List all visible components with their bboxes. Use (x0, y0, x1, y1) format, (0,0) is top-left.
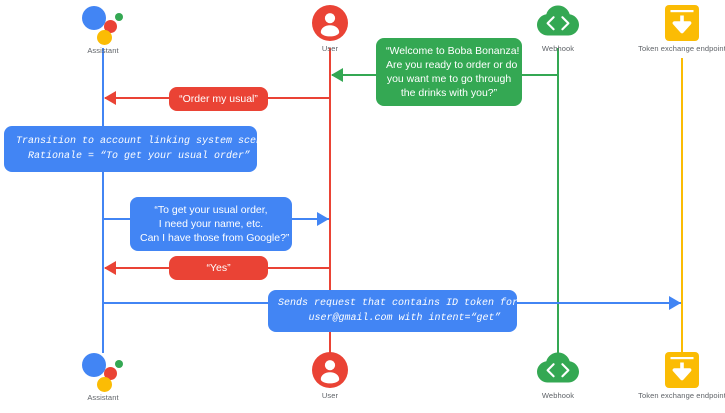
cloud-code-icon (535, 351, 581, 389)
message-bubble-welcome: “Welcome to Boba Bonanza! Are you ready … (376, 38, 522, 106)
note-line: Rationale = “To get your usual order” (16, 151, 251, 162)
google-assistant-icon (79, 351, 127, 392)
actor-label-token: Token exchange endpoint (638, 391, 725, 400)
actor-user-top[interactable]: User (275, 4, 385, 53)
bubble-line: “Welcome to Boba Bonanza! (386, 45, 520, 57)
actor-webhook-bottom[interactable]: Webhook (503, 351, 613, 400)
bubble-line: “To get your usual order, (154, 204, 268, 216)
note-bubble-sends-request: Sends request that contains ID token for… (268, 290, 519, 332)
assistant-dot-green (115, 360, 123, 368)
assistant-dot-red (104, 367, 117, 380)
lifeline-user (329, 48, 331, 353)
actor-label-assistant: Assistant (87, 46, 119, 55)
actor-label-webhook: Webhook (541, 391, 575, 400)
bubble-line: you want me to go through (386, 73, 512, 85)
bubble-line: “Yes” (206, 262, 231, 274)
bubble-line: Are you ready to order or do (386, 59, 518, 71)
actor-assistant-bottom[interactable]: Assistant (48, 351, 158, 402)
bubble-line: the drinks with you?” (400, 87, 498, 99)
note-line: user@gmail.com with intent=“get” (284, 313, 501, 324)
actor-label-user: User (321, 391, 339, 400)
assistant-dot-red (104, 20, 117, 33)
lifeline-webhook (557, 48, 559, 353)
google-assistant-icon (79, 4, 127, 45)
arrow-head-ask-for-profile (317, 212, 329, 226)
actor-label-token: Token exchange endpoint (638, 44, 725, 53)
cloud-code-icon (535, 4, 581, 42)
user-avatar-icon (311, 351, 349, 389)
message-bubble-ask-for-profile: “To get your usual order, I need your na… (130, 197, 292, 251)
actor-label-user: User (321, 44, 339, 53)
arrow-head-yes (104, 261, 116, 275)
actor-assistant-top[interactable]: Assistant (48, 4, 158, 55)
arrow-head-sends-request (669, 296, 681, 310)
actor-token-bottom[interactable]: Token exchange endpoint (627, 351, 725, 400)
lifeline-assistant (102, 48, 104, 353)
bubble-line: “Order my usual” (179, 93, 258, 105)
download-box-icon (663, 351, 701, 389)
lifeline-token (681, 58, 683, 353)
assistant-dot-yellow (97, 377, 112, 392)
assistant-dot-blue (82, 353, 106, 377)
actor-webhook-top[interactable]: Webhook (503, 4, 613, 53)
assistant-dot-blue (82, 6, 106, 30)
note-bubble-transition: Transition to account linking system sce… (4, 126, 275, 172)
actor-label-assistant: Assistant (87, 393, 119, 402)
actor-label-webhook: Webhook (541, 44, 575, 53)
arrow-head-welcome (331, 68, 343, 82)
actor-user-bottom[interactable]: User (275, 351, 385, 400)
bubble-line: I need your name, etc. (158, 218, 264, 230)
note-line: Transition to account linking system sce… (16, 136, 275, 147)
download-box-icon (663, 4, 701, 42)
message-bubble-yes: “Yes” (169, 256, 268, 280)
bubble-line: Can I have those from Google?” (140, 232, 290, 244)
assistant-dot-yellow (97, 30, 112, 45)
user-avatar-icon (311, 4, 349, 42)
actor-token-top[interactable]: Token exchange endpoint (627, 4, 725, 53)
arrow-head-order-my-usual (104, 91, 116, 105)
message-bubble-order-my-usual: “Order my usual” (169, 87, 268, 111)
note-line: Sends request that contains ID token for (278, 298, 519, 309)
assistant-dot-green (115, 13, 123, 21)
